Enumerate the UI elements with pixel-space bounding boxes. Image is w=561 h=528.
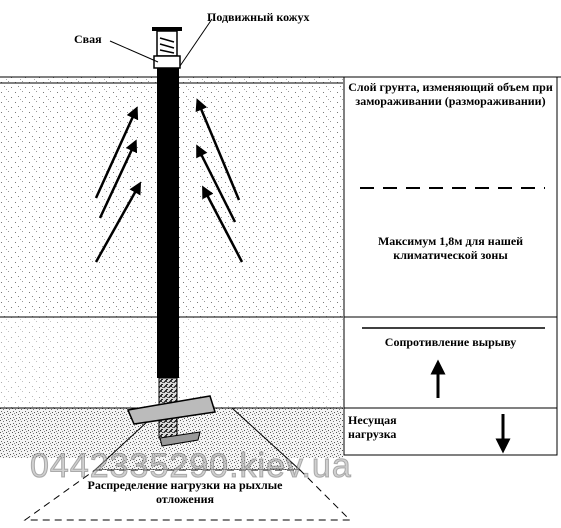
legend-panel (343, 76, 558, 456)
casing-pointer (179, 18, 213, 67)
frost-heave-arrows (94, 98, 244, 263)
pile-pointer (109, 40, 159, 63)
distribution-label-box (23, 469, 352, 521)
max-depth-label: Максимум 1,8м для нашей климатической зо… (377, 234, 524, 262)
pile-head-thread (159, 37, 175, 54)
pile-cap (152, 27, 182, 31)
helical-blade (126, 395, 216, 425)
heave-layer-label: Слой грунта, изменяющий объем при замора… (348, 80, 553, 108)
casing-label: Подвижный кожух (207, 10, 310, 24)
distribution-label: Распределение нагрузки на рыхлые отложен… (87, 478, 283, 506)
movable-casing (157, 68, 179, 378)
watermark: 0442335290.kiev.ua (30, 447, 352, 486)
pile-label: Свая (74, 32, 102, 46)
pile-tip (159, 431, 201, 447)
pullout-label: Сопротивление вырыву (384, 335, 517, 349)
bearing-label: Несущая нагрузка (348, 413, 397, 441)
